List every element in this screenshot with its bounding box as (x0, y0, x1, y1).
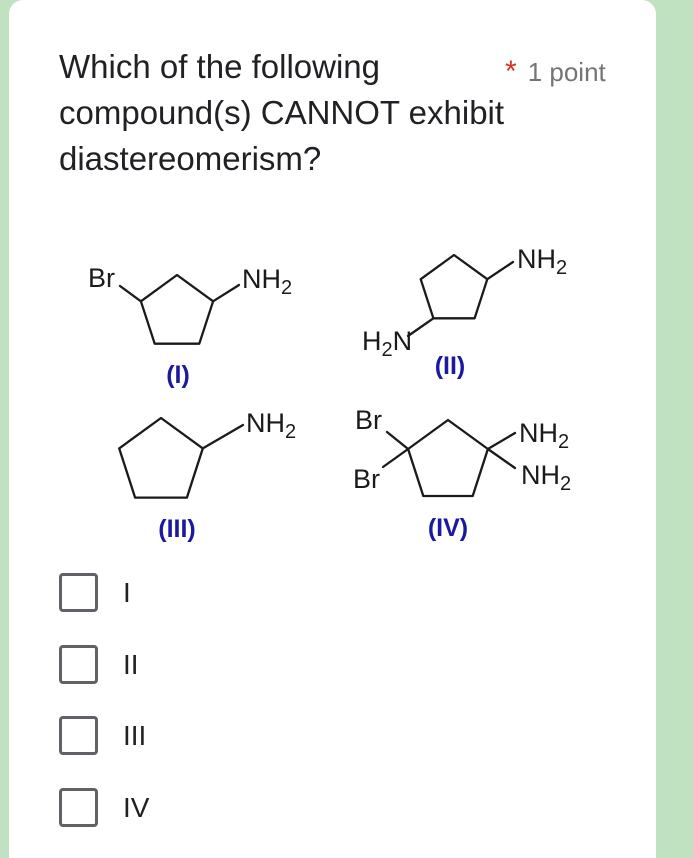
option-label: II (123, 649, 139, 680)
structure-iii-svg: NH2 (III) (118, 408, 296, 543)
structure-iv-diagram: Br Br NH2 NH2 (IV) (345, 400, 580, 545)
bond-nh2-top (486, 431, 517, 451)
required-asterisk-icon: * (505, 55, 517, 88)
atom-label-nh2: NH2 (242, 264, 292, 299)
structure-iii-diagram: NH2 (III) (100, 400, 305, 545)
structure-i-diagram: Br NH2 (I) (75, 255, 300, 395)
question-title: Which of the following compound(s) CANNO… (59, 48, 505, 177)
cyclopentane-ring (419, 253, 489, 320)
structure-i-svg: Br NH2 (I) (88, 263, 292, 389)
checkbox-i[interactable] (59, 573, 98, 612)
bond-nh2 (486, 260, 515, 281)
option-row-iii[interactable]: III (59, 716, 146, 755)
bond-br-bottom (381, 447, 410, 469)
structure-caption: (II) (435, 352, 466, 380)
checkbox-iv[interactable] (59, 788, 98, 827)
option-row-i[interactable]: I (59, 573, 131, 612)
atom-label-nh2: NH2 (517, 244, 567, 279)
structure-ii-svg: NH2 H2N (II) (362, 244, 567, 380)
bond-br (118, 284, 143, 303)
structure-caption: (IV) (428, 514, 468, 542)
option-label: IV (123, 792, 150, 823)
structure-caption: (I) (166, 361, 190, 389)
checkbox-iii[interactable] (59, 716, 98, 755)
bond-nh2-bottom (486, 447, 517, 470)
atom-label-nh2-top: NH2 (519, 418, 569, 453)
bond-br-top (385, 430, 410, 451)
cyclopentane-ring (139, 273, 215, 345)
option-row-ii[interactable]: II (59, 645, 139, 684)
atom-label-br: Br (88, 263, 115, 293)
option-label: I (123, 577, 131, 608)
atom-label-br-top: Br (355, 405, 382, 435)
points-row: * 1 point (505, 55, 606, 88)
atom-label-h2n: H2N (362, 326, 412, 361)
cyclopentane-ring (406, 418, 490, 498)
cyclopentane-ring (118, 416, 204, 499)
atom-label-br-bottom: Br (353, 464, 380, 494)
points-label: 1 point (527, 57, 606, 87)
structure-ii-diagram: NH2 H2N (II) (355, 235, 575, 390)
checkbox-ii[interactable] (59, 645, 98, 684)
option-row-iv[interactable]: IV (59, 788, 149, 827)
option-label: III (123, 720, 147, 751)
structure-caption: (III) (158, 515, 196, 543)
structure-iv-svg: Br Br NH2 NH2 (IV) (353, 405, 571, 542)
atom-label-nh2-bottom: NH2 (521, 460, 571, 495)
bond-nh2 (211, 283, 241, 303)
bond-nh2 (201, 423, 245, 450)
atom-label-nh2: NH2 (246, 408, 296, 443)
bond-h2n (406, 317, 435, 338)
question-card: Which of the following compound(s) CANNO… (9, 0, 656, 858)
